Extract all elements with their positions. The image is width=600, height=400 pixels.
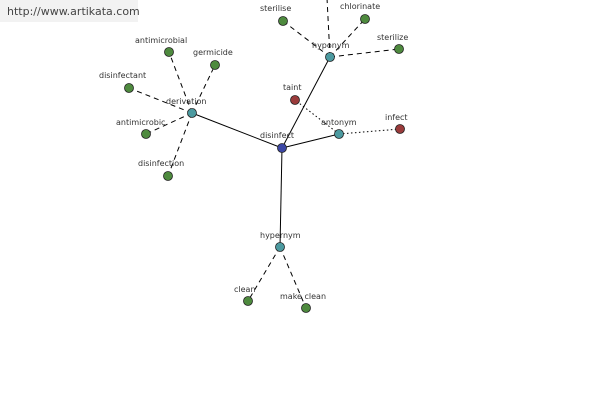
- label-make_clean[interactable]: make clean: [280, 292, 326, 301]
- edge-hyponym-chlorinate: [329, 18, 366, 58]
- node-antimicrobic[interactable]: [141, 129, 151, 139]
- labels-layer: disinfect derivation hyponym antonym hyperny…: [99, 2, 408, 301]
- edges-layer: [128, 0, 401, 309]
- node-chlorinate[interactable]: [360, 14, 370, 24]
- node-hyponym[interactable]: [325, 52, 335, 62]
- node-antonym[interactable]: [334, 129, 344, 139]
- label-clean[interactable]: clean: [234, 285, 256, 294]
- node-derivation[interactable]: [187, 108, 197, 118]
- node-infect[interactable]: [395, 124, 405, 134]
- label-antimicrobial[interactable]: antimicrobial: [135, 36, 187, 45]
- edge-derivation-disinfection: [167, 112, 193, 177]
- label-disinfect[interactable]: disinfect: [260, 131, 294, 140]
- edge-derivation-antimicrobial: [168, 51, 193, 114]
- label-sterilise[interactable]: sterilise: [260, 4, 291, 13]
- label-sterilize[interactable]: sterilize: [377, 33, 408, 42]
- label-hyponym[interactable]: hyponym: [312, 41, 350, 50]
- edge-hyponym-sterilize: [329, 48, 400, 58]
- label-derivation[interactable]: derivation: [166, 97, 206, 106]
- edge-disinfect-derivation: [191, 112, 283, 149]
- label-germicide[interactable]: germicide: [193, 48, 233, 57]
- nodes-layer: [124, 14, 405, 313]
- node-disinfection[interactable]: [163, 171, 173, 181]
- label-infect[interactable]: infect: [385, 113, 408, 122]
- node-antimicrobial[interactable]: [164, 47, 174, 57]
- edge-hyponym-sterilise: [282, 20, 331, 58]
- label-taint[interactable]: taint: [283, 83, 301, 92]
- node-taint[interactable]: [290, 95, 300, 105]
- edge-antonym-taint: [294, 99, 340, 135]
- node-disinfectant[interactable]: [124, 83, 134, 93]
- edge-hypernym-clean: [247, 246, 281, 302]
- label-chlorinate[interactable]: chlorinate: [340, 2, 380, 11]
- label-antonym[interactable]: antonym: [321, 118, 357, 127]
- url-banner: http://www.artikata.com: [0, 0, 140, 22]
- edge-hyponym-offscreen_top: [326, 0, 331, 58]
- site-url[interactable]: http://www.artikata.com: [7, 5, 140, 18]
- edge-disinfect-antonym: [281, 133, 340, 149]
- label-antimicrobic[interactable]: antimicrobic: [116, 118, 165, 127]
- edge-antonym-infect: [338, 128, 401, 135]
- node-clean[interactable]: [243, 296, 253, 306]
- node-disinfect[interactable]: [277, 143, 287, 153]
- node-hypernym[interactable]: [275, 242, 285, 252]
- node-make_clean[interactable]: [301, 303, 311, 313]
- node-germicide[interactable]: [210, 60, 220, 70]
- label-disinfectant[interactable]: disinfectant: [99, 71, 146, 80]
- node-sterilise[interactable]: [278, 16, 288, 26]
- edge-derivation-disinfectant: [128, 87, 193, 114]
- edge-disinfect-hyponym: [281, 56, 331, 149]
- node-sterilize[interactable]: [394, 44, 404, 54]
- label-disinfection[interactable]: disinfection: [138, 159, 184, 168]
- label-hypernym[interactable]: hypernym: [260, 231, 301, 240]
- edge-disinfect-hypernym: [279, 147, 283, 248]
- edge-hypernym-make_clean: [279, 246, 307, 309]
